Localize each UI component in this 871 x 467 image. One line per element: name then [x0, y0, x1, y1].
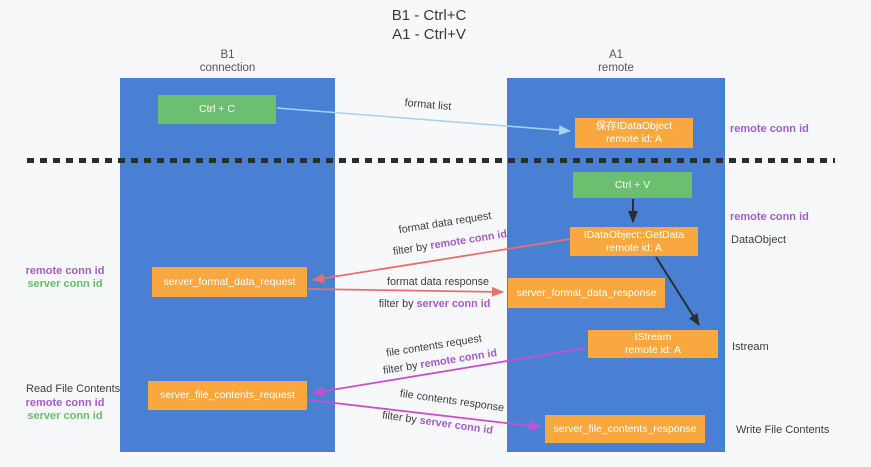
node-ctrl-v-label: Ctrl + V [614, 178, 651, 191]
label-format-data-response: format data response [386, 276, 490, 288]
left-conn-id-group-1: remote conn id server conn id [13, 265, 117, 291]
label-filter-by-text: filter by [381, 409, 421, 427]
node-server-format-data-request: server_format_data_request [152, 267, 307, 297]
right-remote-conn-id-2: remote conn id [730, 211, 809, 223]
left-remote-conn-id-2: remote conn id [25, 397, 105, 409]
right-dataobject-label: DataObject [731, 234, 787, 246]
label-filter-by-text: filter by [382, 359, 422, 377]
right-istream-label: Istream [732, 341, 769, 353]
node-idataobject-getdata-line1: IDataObject::GetData [583, 228, 685, 241]
node-server-format-data-response: server_format_data_response [508, 278, 665, 308]
phase-divider-dashed-line [27, 158, 835, 163]
label-remote-conn-id-accent: remote conn id [429, 228, 508, 253]
right-column-subtitle: remote [598, 62, 634, 74]
right-remote-conn-id-1: remote conn id [730, 123, 809, 135]
node-ctrl-v: Ctrl + V [573, 172, 692, 198]
node-ctrl-c: Ctrl + C [158, 95, 276, 124]
title-line-1: B1 - Ctrl+C [391, 7, 467, 24]
node-save-idataobject-line2: remote id: A [605, 133, 663, 145]
diagram-title: B1 - Ctrl+C A1 - Ctrl+V [0, 6, 858, 44]
node-server-file-contents-request: server_file_contents_request [148, 381, 307, 410]
node-istream: IStream remote id: A [588, 330, 718, 358]
left-conn-id-group-2: remote conn id server conn id [13, 397, 117, 423]
node-idataobject-getdata-line2: remote id: A [605, 241, 663, 254]
node-save-idataobject: 保存IDataObject remote id: A [575, 118, 693, 148]
left-column-header: B1 connection [120, 49, 335, 75]
node-ctrl-c-label: Ctrl + C [199, 103, 235, 115]
left-server-conn-id-1: server conn id [27, 278, 103, 290]
label-format-list: format list [404, 96, 452, 114]
node-server-format-data-response-label: server_format_data_response [516, 286, 657, 299]
right-column-header: A1 remote [507, 49, 725, 75]
node-server-file-contents-request-label: server_file_contents_request [160, 389, 295, 401]
label-server-conn-id-accent: server conn id [418, 414, 494, 437]
title-line-2: A1 - Ctrl+V [392, 26, 466, 43]
right-column-name: A1 [608, 49, 624, 61]
node-idataobject-getdata: IDataObject::GetData remote id: A [570, 227, 698, 256]
arrow-format-data-response [307, 286, 504, 297]
label-file-contents-response: file contents response [399, 387, 505, 415]
label-server-conn-id-accent: server conn id [416, 298, 491, 310]
label-filter-by-text: filter by [392, 240, 432, 258]
left-server-conn-id-2: server conn id [27, 410, 103, 422]
left-read-file-contents-label: Read File Contents [26, 383, 121, 395]
node-server-format-data-request-label: server_format_data_request [163, 275, 296, 288]
label-filter-by-text: filter by [378, 298, 417, 310]
node-istream-line2: remote id: A [624, 344, 682, 356]
left-column-name: B1 [220, 49, 235, 61]
node-save-idataobject-line1: 保存IDataObject [595, 120, 673, 132]
label-filter-by-server-2: filter by server conn id [375, 408, 500, 437]
node-server-file-contents-response-label: server_file_contents_response [553, 422, 697, 435]
right-write-file-contents-label: Write File Contents [736, 424, 830, 436]
node-server-file-contents-response: server_file_contents_response [545, 415, 705, 443]
left-remote-conn-id-1: remote conn id [25, 265, 105, 277]
left-column-subtitle: connection [199, 62, 256, 74]
label-filter-by-server-1: filter by server conn id [372, 298, 497, 310]
node-istream-line1: IStream [634, 331, 672, 343]
